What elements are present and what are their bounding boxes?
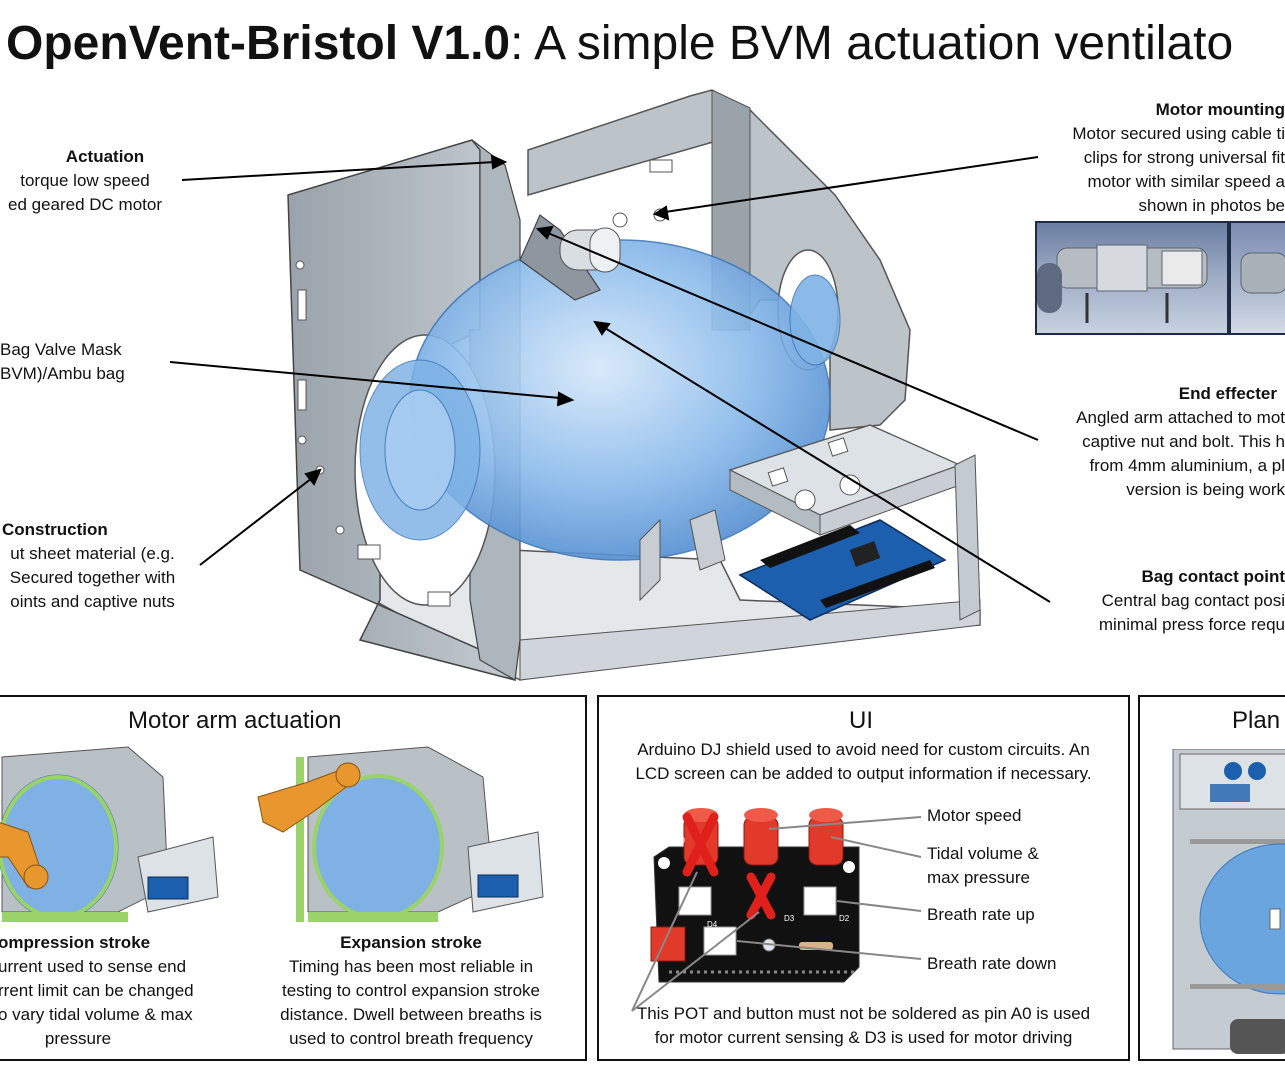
ui-label-breath-rate-up: Breath rate up xyxy=(927,905,1035,924)
compression-illustration xyxy=(0,746,219,922)
callout-end-effecter: End effecter Angled arm attached to mot … xyxy=(1076,384,1285,499)
motor-arm-illustrations xyxy=(0,746,544,922)
callout-bvm: Bag Valve Mask BVM)/Ambu bag xyxy=(0,340,125,383)
panel-ui-title: UI xyxy=(849,707,873,734)
control-mount xyxy=(728,424,981,621)
panel-ui: UI Arduino DJ shield used to avoid need … xyxy=(597,695,1130,1061)
board-label-d4: D4 xyxy=(707,920,718,929)
ambu-bag xyxy=(359,239,841,561)
board-label-d3: D3 xyxy=(784,914,795,923)
dj-shield-illustration: D4 D3 D2 A0 xyxy=(631,808,922,1012)
compression-stroke-text: ompression stroke urrent used to sense e… xyxy=(0,933,194,1048)
panel-motor-arm-title: Motor arm actuation xyxy=(128,707,342,734)
expansion-stroke-text: Expansion stroke Timing has been most re… xyxy=(280,933,542,1048)
plan-view-illustration xyxy=(1172,749,1285,1054)
board-label-a0: A0 xyxy=(675,836,685,845)
ui-label-max-pressure: max pressure xyxy=(927,868,1030,887)
callout-bag-contact: Bag contact point Central bag contact po… xyxy=(1098,567,1285,634)
page-title: OpenVent-Bristol V1.0: A simple BVM actu… xyxy=(6,17,1234,70)
ui-intro: Arduino DJ shield used to avoid need for… xyxy=(635,740,1092,783)
motor-photo-1 xyxy=(1035,221,1229,335)
callout-actuation: Actuation torque low speed ed geared DC … xyxy=(7,147,163,214)
panel-plan-title: Plan xyxy=(1232,707,1281,734)
ui-solder-note: This POT and button must not be soldered… xyxy=(636,1004,1091,1047)
callout-arrows xyxy=(169,154,1051,603)
callout-motor-mounting: Motor mounting Motor secured using cable… xyxy=(1072,100,1285,215)
callout-construction: Construction ut sheet material (e.g. Sec… xyxy=(2,520,176,611)
ui-label-tidal-volume: Tidal volume & xyxy=(927,844,1039,863)
panel-motor-arm: Motor arm actuation ompression stroke xyxy=(0,695,587,1061)
board-label-d2: D2 xyxy=(839,914,850,923)
arduino-board xyxy=(738,519,947,621)
ui-label-breath-rate-down: Breath rate down xyxy=(927,954,1057,973)
motor-photo-2 xyxy=(1229,221,1285,335)
panel-plan: Plan xyxy=(1138,695,1285,1061)
do-not-solder-marks xyxy=(682,812,776,920)
ui-label-motor-speed: Motor speed xyxy=(927,806,1022,825)
bag-supports xyxy=(639,509,726,602)
expansion-illustration xyxy=(257,746,544,922)
